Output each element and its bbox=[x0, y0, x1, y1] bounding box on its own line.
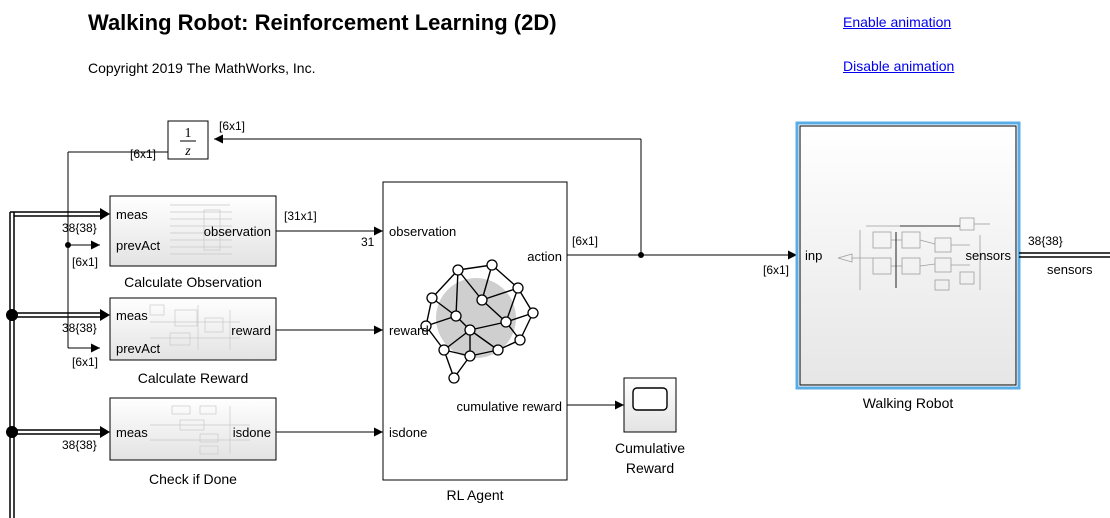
rl-agent-block[interactable] bbox=[382, 181, 568, 481]
calculate-observation-block[interactable] bbox=[109, 195, 277, 267]
agent-out1-dim: [6x1] bbox=[572, 234, 598, 248]
done-in1-dim: 38{38} bbox=[62, 438, 97, 452]
agent-port-action: action bbox=[527, 249, 562, 264]
junction-prevact bbox=[65, 242, 71, 248]
cumulative-reward-scope[interactable] bbox=[623, 377, 677, 433]
robot-internal-bus bbox=[895, 225, 960, 288]
robot-port-inp: inp bbox=[805, 248, 822, 263]
agent-input-lines bbox=[276, 226, 383, 437]
arrow-reward-meas bbox=[100, 309, 110, 321]
agent-port-reward: reward bbox=[389, 323, 429, 338]
prevact-feedback-lines bbox=[67, 134, 642, 353]
reward-internal-thumbnail bbox=[149, 304, 240, 350]
reward-port-prevact: prevAct bbox=[116, 341, 160, 356]
delay-in-dim: [6x1] bbox=[219, 119, 245, 133]
sensors-output-bus bbox=[1019, 252, 1110, 258]
robot-out-dim: 38{38} bbox=[1028, 234, 1063, 248]
agent-output-lines bbox=[567, 250, 797, 410]
done-port-isdone: isdone bbox=[233, 425, 271, 440]
unit-delay-block[interactable]: 1 z bbox=[167, 120, 209, 160]
arrow-obs-meas bbox=[100, 208, 110, 220]
obs-in1-dim: 38{38} bbox=[62, 221, 97, 235]
obs-port-prevact: prevAct bbox=[116, 238, 160, 253]
obs-in2-dim: [6x1] bbox=[72, 255, 98, 269]
sensors-signal-label: sensors bbox=[1047, 262, 1093, 277]
delay-out-dim: [6x1] bbox=[130, 147, 156, 161]
robot-block-name: Walking Robot bbox=[863, 395, 954, 411]
reward-in2-dim: [6x1] bbox=[72, 355, 98, 369]
delay-numerator: 1 bbox=[185, 126, 192, 141]
obs-block-name: Calculate Observation bbox=[124, 274, 262, 290]
page-title: Walking Robot: Reinforcement Learning (2… bbox=[88, 10, 557, 35]
enable-animation-link[interactable]: Enable animation bbox=[843, 14, 952, 30]
robot-port-sensors: sensors bbox=[965, 248, 1011, 263]
scope-name-line2: Reward bbox=[626, 460, 674, 476]
reward-in1-dim: 38{38} bbox=[62, 321, 97, 335]
neural-network-icon bbox=[420, 259, 539, 384]
obs-port-meas: meas bbox=[116, 207, 148, 222]
agent-in1-width: 31 bbox=[361, 235, 375, 249]
agent-port-cumulative-reward: cumulative reward bbox=[457, 399, 563, 414]
delay-denominator: z bbox=[184, 144, 191, 159]
junction-action bbox=[638, 252, 644, 258]
done-block-name: Check if Done bbox=[149, 471, 237, 487]
done-internal-thumbnail bbox=[150, 405, 250, 455]
bus-junction-done bbox=[6, 426, 18, 438]
arrow-done-meas bbox=[100, 426, 110, 438]
reward-port-reward: reward bbox=[231, 323, 271, 338]
agent-port-observation: observation bbox=[389, 224, 456, 239]
scope-name-line1: Cumulative bbox=[615, 440, 685, 456]
walking-robot-block[interactable] bbox=[795, 121, 1021, 390]
agent-block-name: RL Agent bbox=[446, 487, 503, 503]
obs-port-observation: observation bbox=[204, 224, 271, 239]
reward-block-name: Calculate Reward bbox=[138, 370, 249, 386]
robot-in-dim: [6x1] bbox=[763, 263, 789, 277]
reward-port-meas: meas bbox=[116, 308, 148, 323]
obs-internal-thumbnail bbox=[170, 204, 232, 255]
bus-lines bbox=[9, 211, 100, 518]
check-if-done-block[interactable] bbox=[109, 397, 277, 461]
copyright-text: Copyright 2019 The MathWorks, Inc. bbox=[88, 60, 316, 76]
agent-port-isdone: isdone bbox=[389, 425, 427, 440]
calculate-reward-block[interactable] bbox=[109, 297, 277, 361]
obs-out-dim: [31x1] bbox=[284, 209, 317, 223]
bus-junction-reward bbox=[6, 309, 18, 321]
disable-animation-link[interactable]: Disable animation bbox=[843, 58, 955, 74]
done-port-meas: meas bbox=[116, 425, 148, 440]
